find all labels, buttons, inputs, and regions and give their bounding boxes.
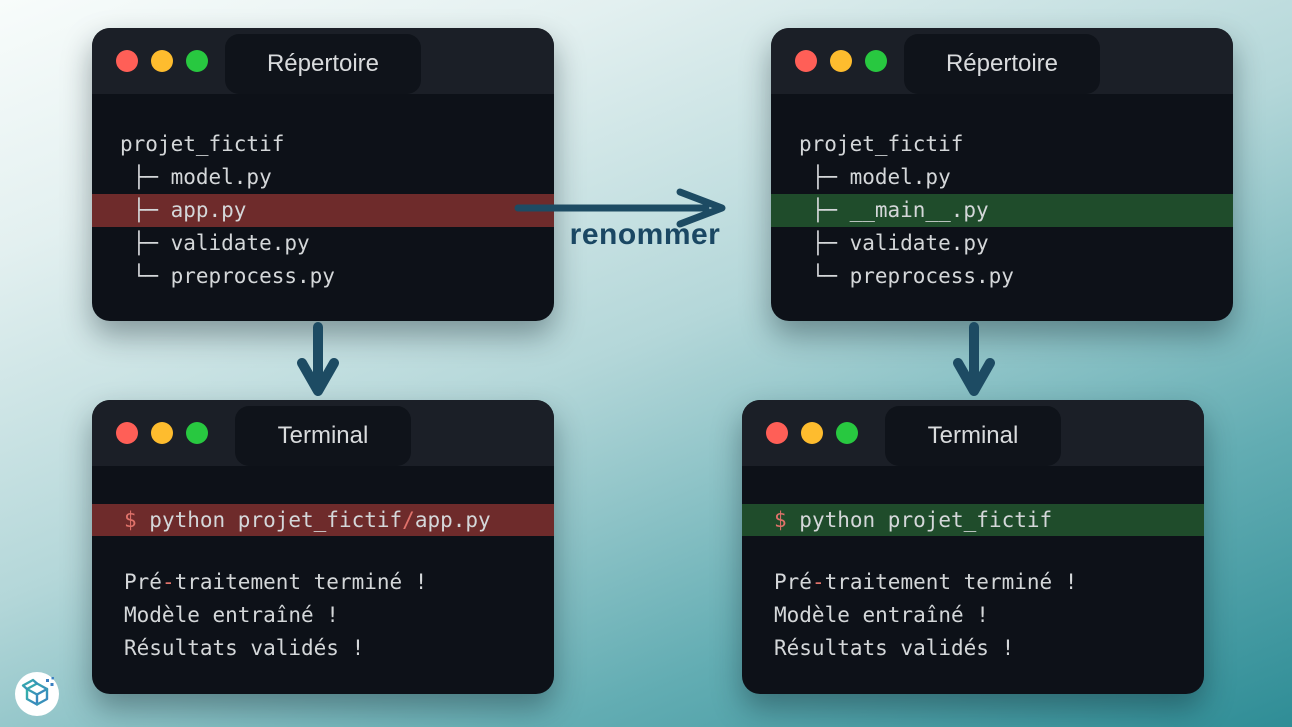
output-line: Pré-traitement terminé ! (124, 570, 428, 594)
file-name: model.py (849, 165, 951, 189)
close-button-icon (795, 50, 817, 72)
hyphen-accent: - (161, 570, 175, 594)
file-name: app.py (170, 198, 247, 222)
tree-row: ├─ model.py (771, 161, 1233, 194)
close-button-icon (116, 422, 138, 444)
zoom-button-icon (836, 422, 858, 444)
package-box-logo-icon (15, 672, 59, 716)
tree-branch-glyph: ├─ (120, 231, 171, 255)
file-tree: projet_fictif ├─ model.py ├─ __main__.py… (771, 94, 1233, 293)
minimize-button-icon (151, 422, 173, 444)
file-name: validate.py (849, 231, 989, 255)
window-title: Répertoire (266, 50, 380, 77)
titlebar: Répertoire (92, 28, 554, 94)
titlebar: Répertoire (771, 28, 1233, 94)
window-terminal-after: Terminal $ python projet_fictif Pré-trai… (742, 400, 1204, 694)
minimize-button-icon (151, 50, 173, 72)
window-tab: Répertoire (904, 34, 1100, 94)
prompt-symbol: $ (774, 508, 787, 532)
traffic-lights (766, 422, 858, 444)
terminal-output: Pré-traitement terminé ! Modèle entraîné… (742, 566, 1204, 665)
command-text: python projet_fictif (136, 508, 403, 532)
minimize-button-icon (830, 50, 852, 72)
window-directory-before: Répertoire projet_fictif ├─ model.py ├─ … (92, 28, 554, 321)
output-line: Modèle entraîné ! (124, 603, 339, 627)
down-arrow-icon (297, 322, 339, 396)
tree-branch-glyph: └─ (120, 264, 171, 288)
output-line: Résultats validés ! (124, 636, 365, 660)
tree-row: └─ preprocess.py (92, 260, 554, 293)
traffic-lights (116, 422, 208, 444)
tree-branch-glyph: ├─ (120, 165, 171, 189)
window-title: Répertoire (945, 50, 1059, 77)
titlebar: Terminal (92, 400, 554, 466)
command-line-highlighted-red: $ python projet_fictif/app.py (92, 504, 554, 536)
minimize-button-icon (801, 422, 823, 444)
tree-branch-glyph: ├─ (799, 165, 850, 189)
command-text: python projet_fictif (786, 508, 1053, 532)
down-arrow-icon (953, 322, 995, 396)
terminal-body: $ python projet_fictif Pré-traitement te… (742, 466, 1204, 665)
prompt-symbol: $ (124, 508, 137, 532)
file-name: preprocess.py (849, 264, 1014, 288)
window-tab: Terminal (885, 406, 1061, 466)
command-text: app.py (414, 508, 491, 532)
tree-row: ├─ model.py (92, 161, 554, 194)
tree-row: ├─ validate.py (92, 227, 554, 260)
tree-row: ├─ validate.py (771, 227, 1233, 260)
folder-name: projet_fictif (120, 132, 285, 156)
output-line: Modèle entraîné ! (774, 603, 989, 627)
traffic-lights (116, 50, 208, 72)
close-button-icon (116, 50, 138, 72)
zoom-button-icon (186, 422, 208, 444)
folder-name: projet_fictif (799, 132, 964, 156)
window-terminal-before: Terminal $ python projet_fictif/app.py P… (92, 400, 554, 694)
window-tab: Terminal (235, 406, 411, 466)
file-name: __main__.py (849, 198, 989, 222)
tree-root-row: projet_fictif (771, 128, 1233, 161)
tree-row-highlighted-red: ├─ app.py (92, 194, 554, 227)
tree-row-highlighted-green: ├─ __main__.py (771, 194, 1233, 227)
tree-branch-glyph: └─ (799, 264, 850, 288)
file-name: preprocess.py (170, 264, 335, 288)
rename-label: renommer (569, 218, 721, 251)
close-button-icon (766, 422, 788, 444)
tree-root-row: projet_fictif (92, 128, 554, 161)
hyphen-accent: - (811, 570, 825, 594)
tree-branch-glyph: ├─ (799, 198, 850, 222)
tree-row: └─ preprocess.py (771, 260, 1233, 293)
tree-branch-glyph: ├─ (120, 198, 171, 222)
output-line: Pré-traitement terminé ! (774, 570, 1078, 594)
command-line-highlighted-green: $ python projet_fictif (742, 504, 1204, 536)
traffic-lights (795, 50, 887, 72)
rename-arrow-icon (514, 188, 726, 228)
window-directory-after: Répertoire projet_fictif ├─ model.py ├─ … (771, 28, 1233, 321)
tree-branch-glyph: ├─ (799, 231, 850, 255)
terminal-output: Pré-traitement terminé ! Modèle entraîné… (92, 566, 554, 665)
titlebar: Terminal (742, 400, 1204, 466)
file-name: model.py (170, 165, 272, 189)
terminal-body: $ python projet_fictif/app.py Pré-traite… (92, 466, 554, 665)
window-tab: Répertoire (225, 34, 421, 94)
file-name: validate.py (170, 231, 310, 255)
window-title: Terminal (277, 422, 369, 449)
zoom-button-icon (865, 50, 887, 72)
window-title: Terminal (927, 422, 1019, 449)
path-slash: / (402, 508, 415, 532)
file-tree: projet_fictif ├─ model.py ├─ app.py ├─ v… (92, 94, 554, 293)
output-line: Résultats validés ! (774, 636, 1015, 660)
zoom-button-icon (186, 50, 208, 72)
